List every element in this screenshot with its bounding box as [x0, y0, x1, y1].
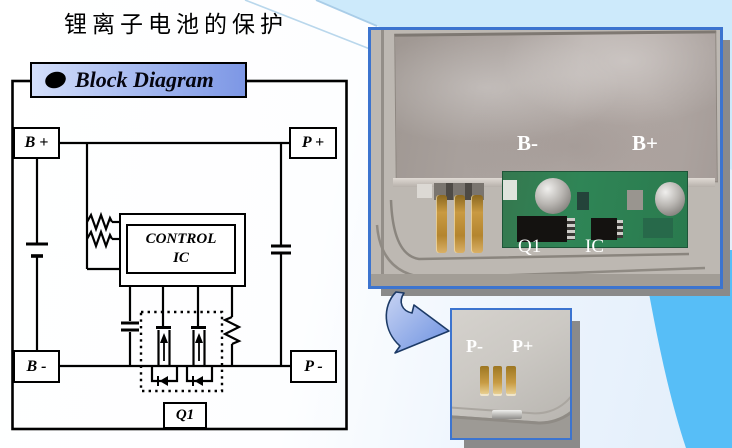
label-ic: IC	[585, 236, 604, 257]
gold-contact	[493, 366, 502, 394]
case-bottom	[371, 274, 720, 286]
case-seam	[381, 30, 384, 280]
block-diagram-header: Block Diagram	[30, 62, 247, 98]
gold-contact	[480, 366, 489, 394]
node-p-minus: P -	[290, 350, 337, 383]
mosfet-symbol	[185, 326, 214, 386]
capacitor-symbol	[121, 321, 139, 332]
diagonal-line	[315, 0, 378, 27]
resistor-symbol	[222, 315, 242, 346]
mosfet-symbol	[150, 326, 179, 386]
control-ic-line2: IC	[173, 250, 189, 266]
pcb-label	[503, 180, 517, 200]
pack-contacts-photo: P- P+	[450, 308, 572, 440]
label-b-minus: B-	[517, 131, 538, 155]
control-ic-inner-box: CONTROL IC	[126, 224, 236, 274]
metal-tab	[492, 410, 522, 419]
label-b-plus: B+	[632, 131, 658, 155]
battery-symbol	[26, 242, 48, 258]
gold-contact	[454, 195, 465, 253]
diagonal-line	[244, 0, 371, 50]
component	[577, 192, 589, 210]
wire	[85, 143, 119, 271]
gold-contact	[436, 195, 447, 253]
resistor-symbol	[86, 211, 113, 233]
capacitor-symbol	[271, 244, 291, 255]
mosfet-chip	[517, 216, 567, 242]
node-b-plus: B +	[13, 127, 60, 159]
case-corner-rim	[452, 310, 570, 418]
node-control-ic: CONTROL IC	[119, 213, 246, 287]
battery-pcb-photo: B- B+ Q1 IC	[368, 27, 723, 289]
control-ic-line1: CONTROL	[145, 231, 217, 248]
label-q1: Q1	[518, 236, 542, 257]
dotted-box	[139, 310, 224, 393]
solder-blob	[535, 178, 571, 214]
gold-contact	[471, 195, 483, 253]
component	[627, 190, 643, 210]
chip-pins	[617, 220, 623, 238]
corner-blue-curve	[641, 250, 732, 448]
connector-tab	[417, 184, 432, 198]
block-diagram-title: Block Diagram	[75, 67, 214, 92]
node-q1: Q1	[163, 402, 207, 429]
gold-contact	[506, 366, 516, 394]
label-p-plus: P+	[512, 336, 534, 356]
chip-pins	[567, 218, 575, 240]
component	[643, 218, 673, 238]
resistor-symbol	[86, 228, 113, 250]
ic-chip	[591, 218, 617, 240]
solder-blob	[655, 182, 685, 216]
label-p-minus: P-	[466, 336, 483, 356]
page-title: 锂离子电池的保护	[64, 12, 288, 37]
protection-pcb	[502, 171, 688, 248]
node-b-minus: B -	[13, 350, 60, 383]
node-p-plus: P +	[289, 127, 337, 159]
